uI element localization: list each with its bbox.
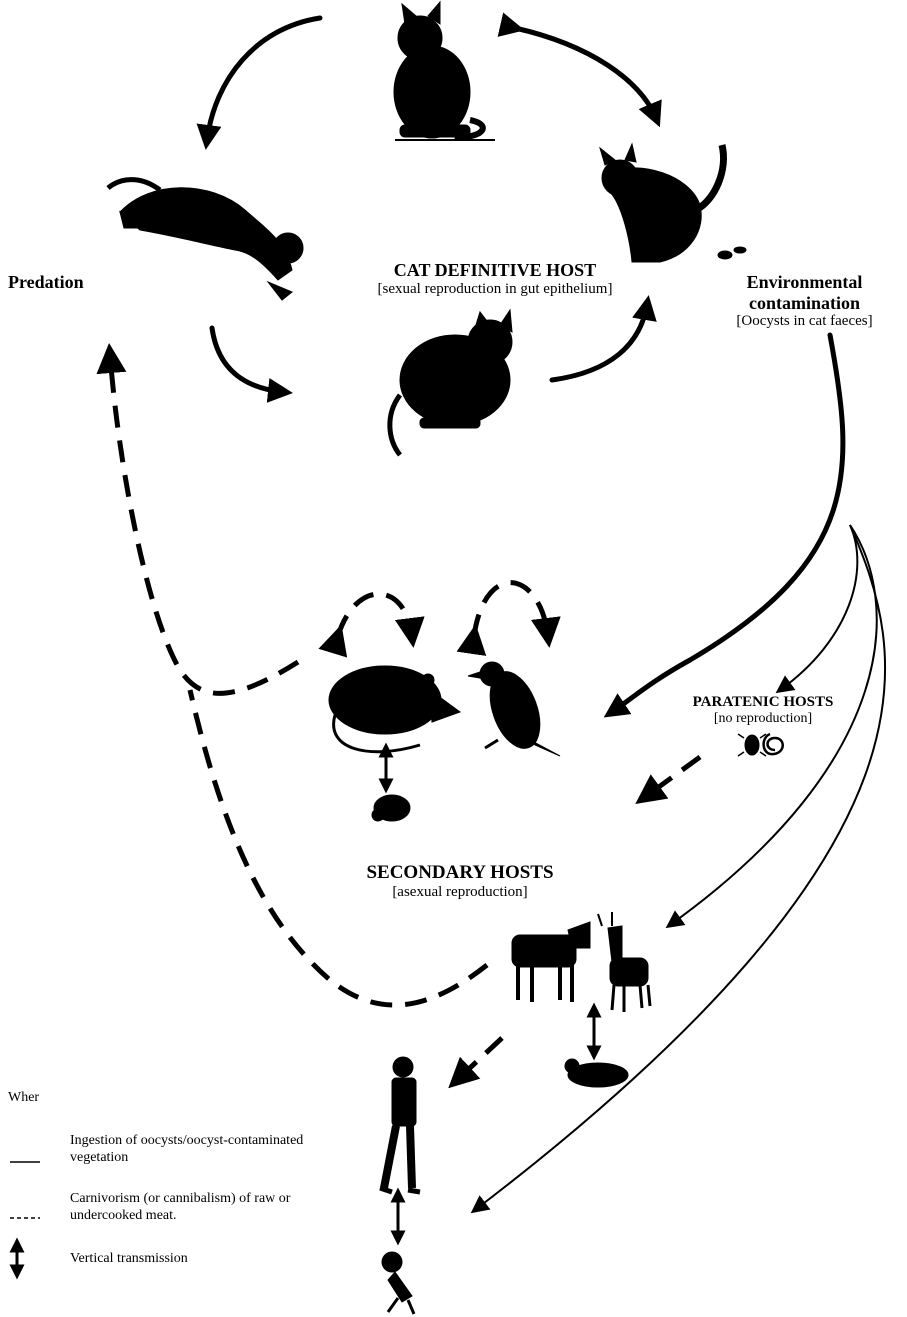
secondary-subtitle: [asexual reproduction] xyxy=(320,884,600,901)
arrow-eat-to-env xyxy=(552,305,647,380)
dashed-rodent-to-predation xyxy=(110,355,298,693)
legend-symbols xyxy=(10,1162,40,1272)
dashed-livestock-to-human xyxy=(457,1038,502,1080)
cat-host-subtitle: [sexual reproduction in gut epithelium] xyxy=(330,281,660,298)
predation-label: Predation xyxy=(8,272,84,293)
rat-offspring-illustration xyxy=(372,795,410,821)
paratenic-subtitle: [no reproduction] xyxy=(668,711,858,727)
line-to-paratenic xyxy=(780,525,857,690)
paratenic-hosts-label: PARATENIC HOSTS [no reproduction] xyxy=(668,694,858,727)
arrow-env-to-secondary xyxy=(612,335,843,712)
legend-vertical-text: Vertical transmission xyxy=(70,1251,340,1268)
cat-eating-mouse-illustration xyxy=(390,310,512,455)
calf-illustration xyxy=(512,922,590,1002)
beetle-illustration xyxy=(738,734,766,756)
dashed-paratenic-to-secondary xyxy=(645,757,700,797)
legend-dashed-text: Carnivorism (or cannibalism) of raw or u… xyxy=(70,1191,340,1225)
snail-illustration xyxy=(764,734,783,754)
legend-solid-text: Ingestion of oocysts/oocyst-contaminated… xyxy=(70,1133,340,1167)
calf-offspring-illustration xyxy=(565,1059,628,1087)
goat-illustration xyxy=(598,912,650,1012)
environmental-contamination-label: Environmental contamination [Oocysts in … xyxy=(712,272,897,331)
env-title-line-2: contamination xyxy=(712,293,897,314)
arrow-cat-to-pounce xyxy=(207,18,320,140)
rat-illustration xyxy=(329,666,460,752)
sitting-cat-illustration xyxy=(394,2,495,140)
cat-host-title: CAT DEFINITIVE HOST xyxy=(330,260,660,281)
defecating-cat-illustration xyxy=(600,144,746,262)
dashed-rat-arc xyxy=(338,594,412,636)
infant-illustration xyxy=(382,1252,414,1314)
pouncing-cat-illustration xyxy=(108,180,303,300)
arrow-cat-env xyxy=(515,28,656,118)
legend-title: Wher xyxy=(8,1090,39,1106)
dashed-bird-arc xyxy=(474,583,548,636)
secondary-hosts-label: SECONDARY HOSTS [asexual reproduction] xyxy=(320,862,600,901)
paratenic-title: PARATENIC HOSTS xyxy=(668,694,858,711)
cat-definitive-host-label: CAT DEFINITIVE HOST [sexual reproduction… xyxy=(330,260,660,298)
bird-illustration xyxy=(468,662,560,756)
env-title-line-1: Environmental xyxy=(712,272,897,293)
env-subtitle: [Oocysts in cat faeces] xyxy=(712,313,897,330)
arrow-pounce-to-eat xyxy=(212,328,283,392)
secondary-title: SECONDARY HOSTS xyxy=(320,862,600,884)
human-illustration xyxy=(380,1057,420,1192)
